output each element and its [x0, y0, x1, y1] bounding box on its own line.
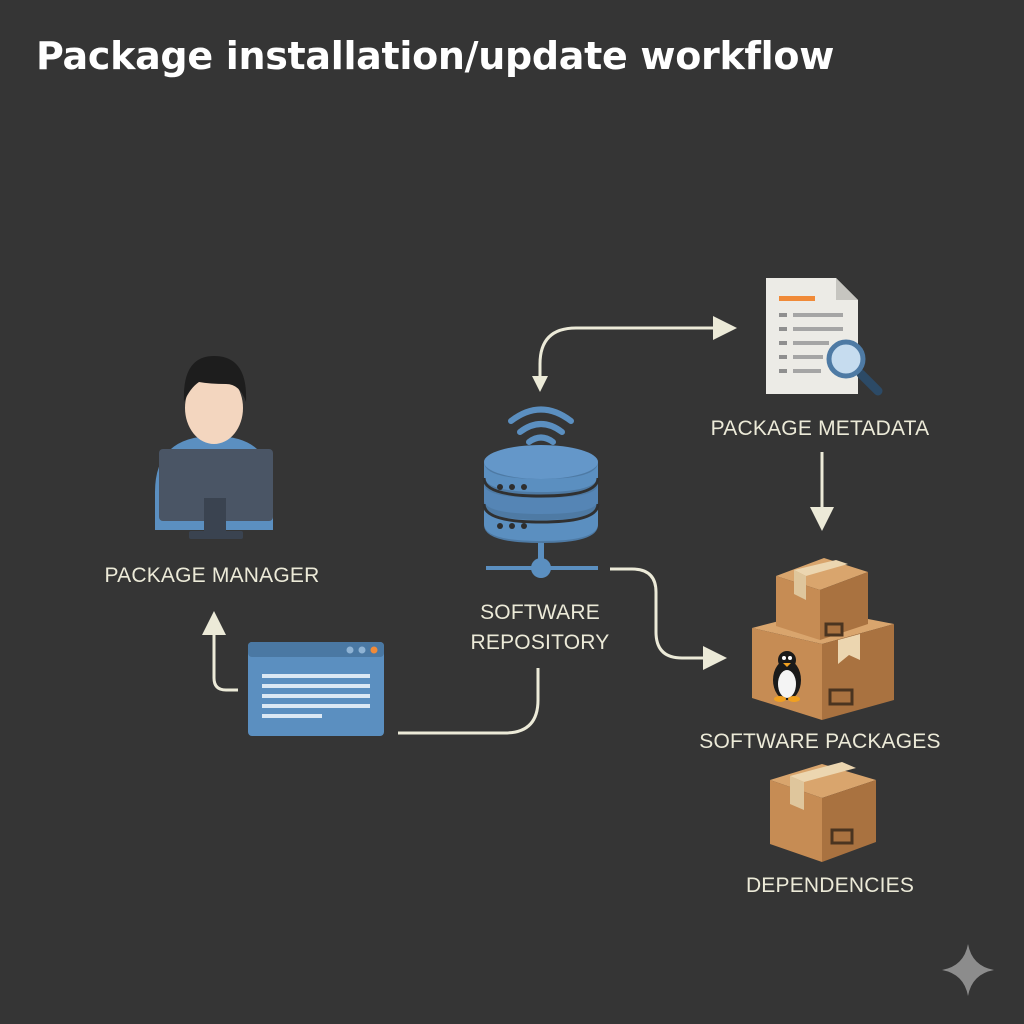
software-repository-label-line1: SOFTWARE	[480, 601, 600, 624]
database-server-icon	[482, 406, 600, 578]
dependencies-label: DEPENDENCIES	[745, 874, 915, 897]
arrow-repo-to-packages	[610, 567, 727, 670]
user-at-computer-icon	[155, 356, 273, 539]
software-packages-label: SOFTWARE PACKAGES	[699, 730, 941, 753]
arrow-repo-to-metadata	[538, 316, 737, 384]
package-manager-label: PACKAGE MANAGER	[104, 564, 320, 587]
arrow-repo-to-terminal	[398, 668, 540, 735]
sparkle-icon	[942, 944, 994, 996]
stacked-boxes-linux-icon	[752, 558, 894, 720]
box-icon	[770, 762, 876, 862]
package-metadata-label: PACKAGE METADATA	[710, 417, 930, 440]
document-search-icon	[766, 278, 883, 396]
software-repository-label-line2: REPOSITORY	[470, 631, 610, 654]
terminal-window-icon	[248, 642, 384, 736]
arrow-metadata-to-repo-head	[532, 376, 548, 392]
arrow-terminal-to-package-manager	[202, 611, 238, 692]
linux-penguin-icon	[773, 651, 801, 702]
wifi-signal-icon	[508, 406, 574, 445]
page-title: Package installation/update workflow	[36, 34, 834, 78]
software-repository-label: SOFTWARE REPOSITORY	[440, 598, 640, 658]
